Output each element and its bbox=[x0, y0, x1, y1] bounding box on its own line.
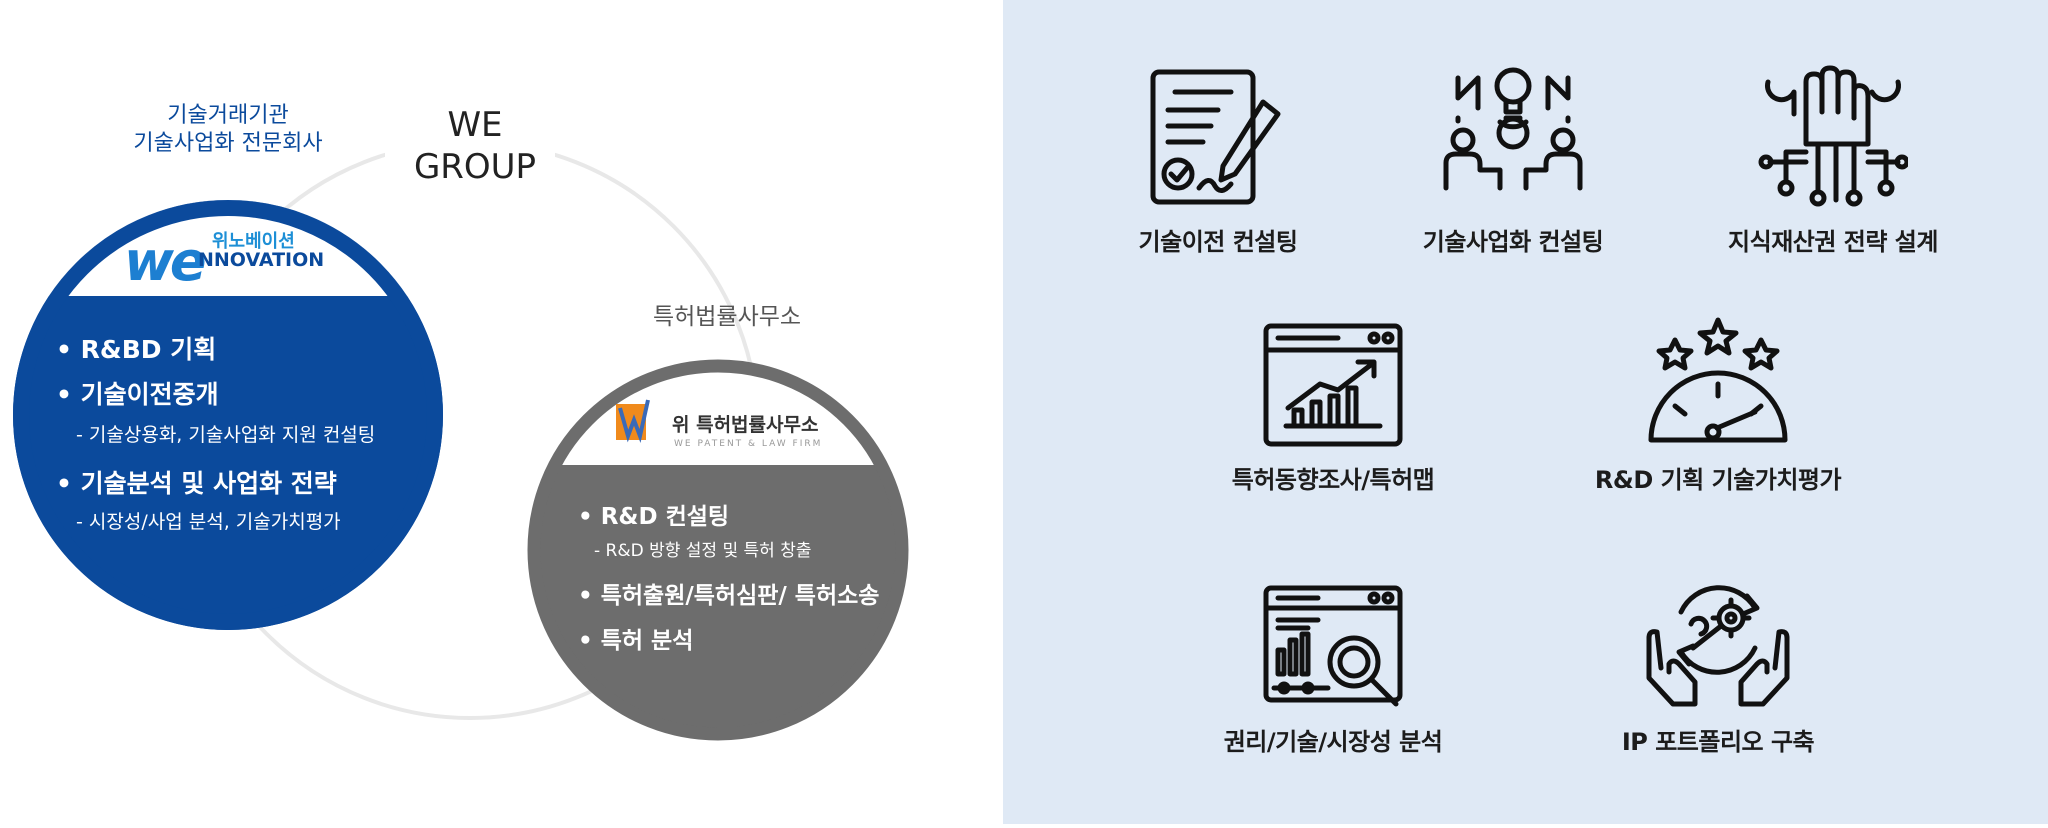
innovation-logo-mark: we bbox=[124, 230, 205, 293]
service-label: R&D 기획 기술가치평가 bbox=[1594, 466, 1842, 494]
innovation-logo-en: NNOVATION bbox=[198, 249, 324, 271]
innovation-subitem: - 기술상용화, 기술사업화 지원 컨설팅 bbox=[76, 424, 375, 446]
group-title-line1: WE bbox=[447, 105, 502, 145]
innovation-item: • 기술이전중개 bbox=[56, 380, 219, 409]
services-panel: 기술이전 컨설팅 기술사업화 컨설팅 지식재산권 전략 설계 bbox=[1003, 0, 2048, 824]
service-label: 기술사업화 컨설팅 bbox=[1422, 228, 1604, 256]
rating-gauge-icon bbox=[1648, 317, 1788, 443]
we-group-diagram: WE GROUP 기술거래기관 기술사업화 전문회사 we 위노베이션 NNOV… bbox=[13, 100, 909, 741]
group-title-line2: GROUP bbox=[414, 147, 536, 187]
innovation-item-list: • R&BD 기획 • 기술이전중개 - 기술상용화, 기술사업화 지원 컨설팅… bbox=[56, 335, 375, 533]
innovation-item: • R&BD 기획 bbox=[56, 335, 216, 364]
patent-item-list: • R&D 컨설팅 - R&D 방향 설정 및 특허 창출 • 특허출원/특허심… bbox=[578, 504, 879, 654]
innovation-item: • 기술분석 및 사업화 전략 bbox=[56, 469, 337, 498]
patent-logo: 위 특허법률사무소 WE PATENT & LAW FIRM bbox=[616, 399, 822, 449]
patent-logo-en: WE PATENT & LAW FIRM bbox=[674, 439, 822, 449]
patent-item: • 특허 분석 bbox=[578, 628, 693, 654]
innovation-logo-ko: 위노베이션 bbox=[212, 231, 295, 252]
patent-subitem: - R&D 방향 설정 및 특허 창출 bbox=[594, 541, 811, 561]
service-label: 권리/기술/시장성 분석 bbox=[1223, 728, 1443, 756]
analysis-magnifier-icon bbox=[1263, 585, 1403, 707]
we-group-panel: WE GROUP 기술거래기관 기술사업화 전문회사 we 위노베이션 NNOV… bbox=[0, 0, 1003, 824]
tech-hand-icon bbox=[1758, 65, 1908, 207]
growth-chart-icon bbox=[1263, 323, 1403, 447]
patent-item: • R&D 컨설팅 bbox=[578, 504, 729, 530]
innovation-subitem: - 시장성/사업 분석, 기술가치평가 bbox=[76, 511, 341, 533]
innovation-caption-line2: 기술사업화 전문회사 bbox=[133, 131, 322, 156]
innovation-logo: we 위노베이션 NNOVATION bbox=[124, 230, 324, 293]
idea-meeting-icon bbox=[1443, 67, 1583, 191]
patent-caption: 특허법률사무소 bbox=[653, 304, 801, 330]
patent-logo-ko: 위 특허법률사무소 bbox=[672, 414, 818, 436]
service-label: IP 포트폴리오 구축 bbox=[1621, 728, 1815, 756]
contract-sign-icon bbox=[1150, 69, 1281, 205]
service-label: 기술이전 컨설팅 bbox=[1138, 228, 1298, 256]
service-label: 특허동향조사/특허맵 bbox=[1231, 466, 1435, 494]
patent-item: • 특허출원/특허심판/ 특허소송 bbox=[578, 583, 879, 609]
innovation-caption-line1: 기술거래기관 bbox=[167, 103, 288, 128]
hands-gear-icon bbox=[1646, 585, 1790, 707]
service-label: 지식재산권 전략 설계 bbox=[1728, 228, 1938, 256]
